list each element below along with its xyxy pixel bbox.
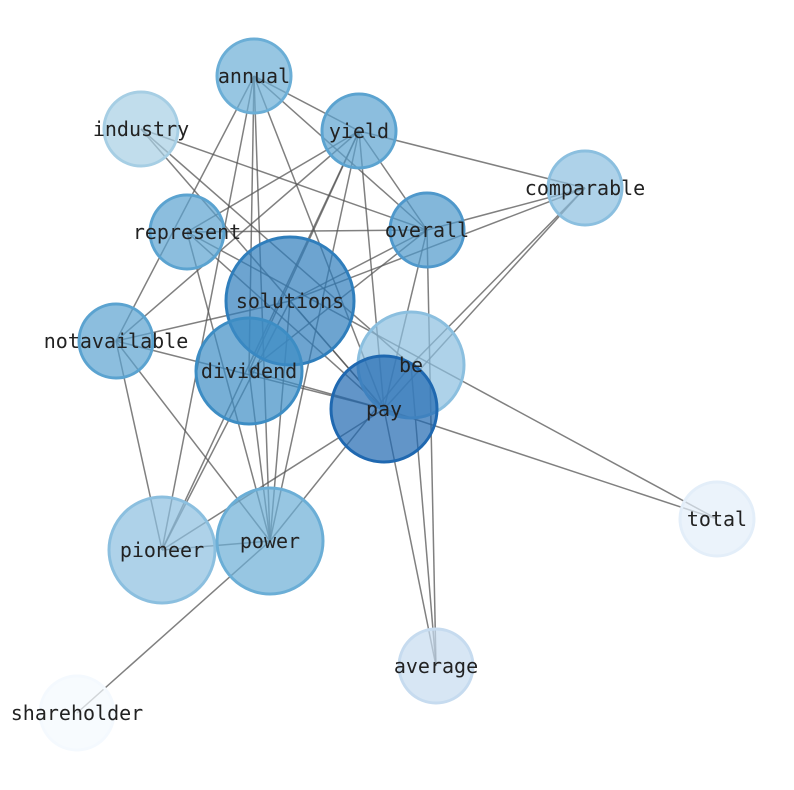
node-industry[interactable] [102,90,180,168]
node-overall[interactable] [388,191,466,269]
node-circle [546,149,624,227]
nodes-layer: shareholder total average industry comparabl… [11,37,756,752]
node-average[interactable] [397,627,475,705]
node-label-yield: yield [329,119,389,143]
node-circle [194,316,304,426]
node-label-be: be [399,353,423,377]
node-notavailable[interactable] [77,302,155,380]
node-label-power: power [240,529,300,553]
edge-yield-notavailable [115,130,360,342]
node-circle [102,90,180,168]
node-circle [388,191,466,269]
node-circle [215,486,325,596]
node-label-pioneer: pioneer [120,538,204,562]
node-dividend[interactable] [194,316,304,426]
node-shareholder[interactable] [38,674,116,752]
node-circle [215,37,293,115]
node-circle [38,674,116,752]
node-circle [148,193,226,271]
node-power[interactable] [215,486,325,596]
node-label-annual: annual [218,64,290,88]
node-pioneer[interactable] [107,495,217,605]
node-represent[interactable] [148,193,226,271]
node-circle [397,627,475,705]
node-label-dividend: dividend [201,359,297,383]
node-circle [678,480,756,558]
node-label-represent: represent [133,220,241,244]
node-circle [107,495,217,605]
node-label-comparable: comparable [525,176,645,200]
edge-yield-comparable [358,130,586,189]
edge-pay-total [383,408,718,520]
node-label-pay: pay [366,397,402,421]
node-comparable[interactable] [546,149,624,227]
node-label-total: total [687,507,747,531]
node-circle [77,302,155,380]
node-annual[interactable] [215,37,293,115]
edge-represent-overall [186,229,428,233]
node-circle [329,354,439,464]
node-total[interactable] [678,480,756,558]
node-label-industry: industry [93,117,189,141]
node-label-solutions: solutions [236,289,344,313]
node-circle [320,92,398,170]
edge-overall-average [426,229,437,667]
node-label-shareholder: shareholder [11,701,143,725]
node-pay[interactable] [329,354,439,464]
node-label-average: average [394,654,478,678]
node-yield[interactable] [320,92,398,170]
node-label-notavailable: notavailable [44,329,189,353]
edge-industry-overall [140,128,428,231]
node-label-overall: overall [385,218,469,242]
